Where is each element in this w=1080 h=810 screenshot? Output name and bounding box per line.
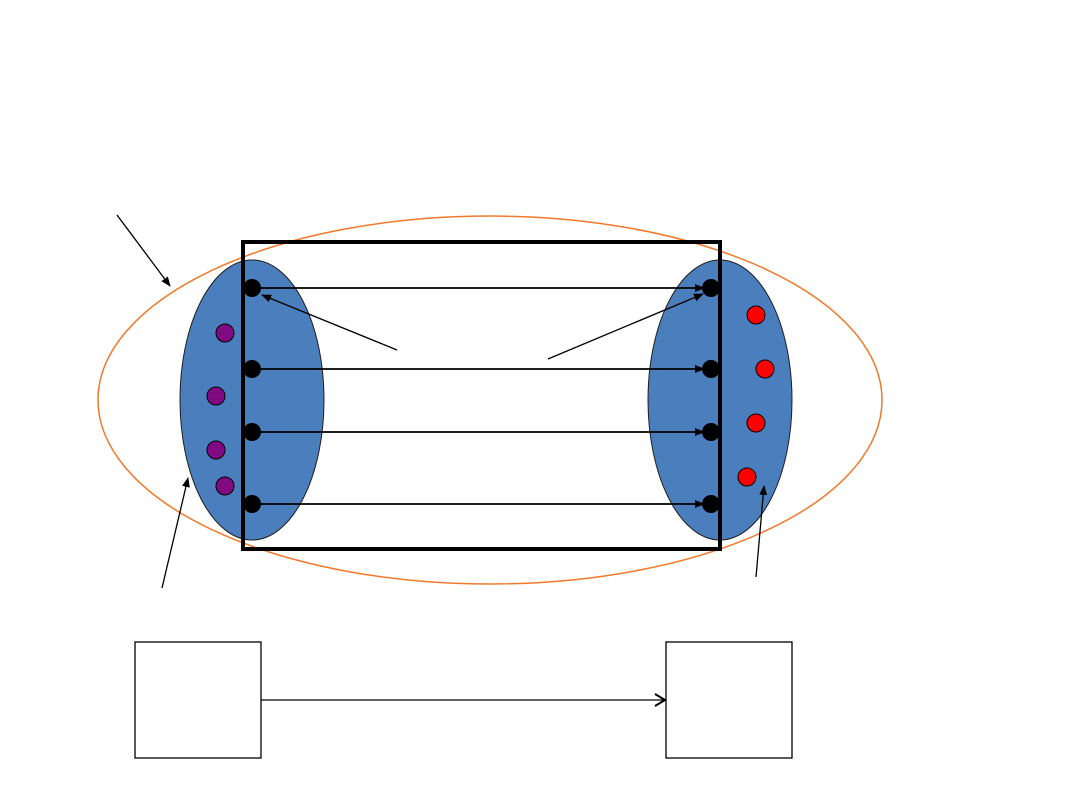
right-extra-points [737, 305, 775, 487]
right-extra-dot [746, 413, 766, 433]
left-mapped-dot [243, 495, 261, 513]
left-set-pointer [161, 477, 190, 589]
mapping-arrows [252, 284, 705, 508]
left-mapped-dot [243, 360, 261, 378]
left-dot-pointer [261, 294, 398, 351]
left-extra-dot [206, 440, 226, 460]
right-set-pointer [755, 485, 768, 578]
mapping-rectangle [241, 240, 722, 551]
right-dot-pointer [547, 293, 704, 360]
right-mapped-dot [702, 279, 720, 297]
left-mapped-dot [243, 279, 261, 297]
right-extra-dot [755, 359, 775, 379]
right-extra-dot [737, 467, 757, 487]
outer-ellipse [97, 215, 883, 585]
left-mapped-dot [243, 423, 261, 441]
right-mapped-points [702, 279, 720, 513]
right-mapped-dot [702, 423, 720, 441]
outer-ellipse-pointer [116, 214, 171, 287]
right-mapped-dot [702, 360, 720, 378]
right-extra-dot [746, 305, 766, 325]
source-box [134, 641, 262, 759]
left-mapped-points [243, 279, 261, 513]
right-mapped-dot [702, 495, 720, 513]
pointer-arrows [116, 214, 768, 589]
left-extra-dot [215, 323, 235, 343]
left-extra-points [206, 323, 235, 496]
target-box [665, 641, 793, 759]
left-extra-dot [215, 476, 235, 496]
left-extra-dot [206, 386, 226, 406]
